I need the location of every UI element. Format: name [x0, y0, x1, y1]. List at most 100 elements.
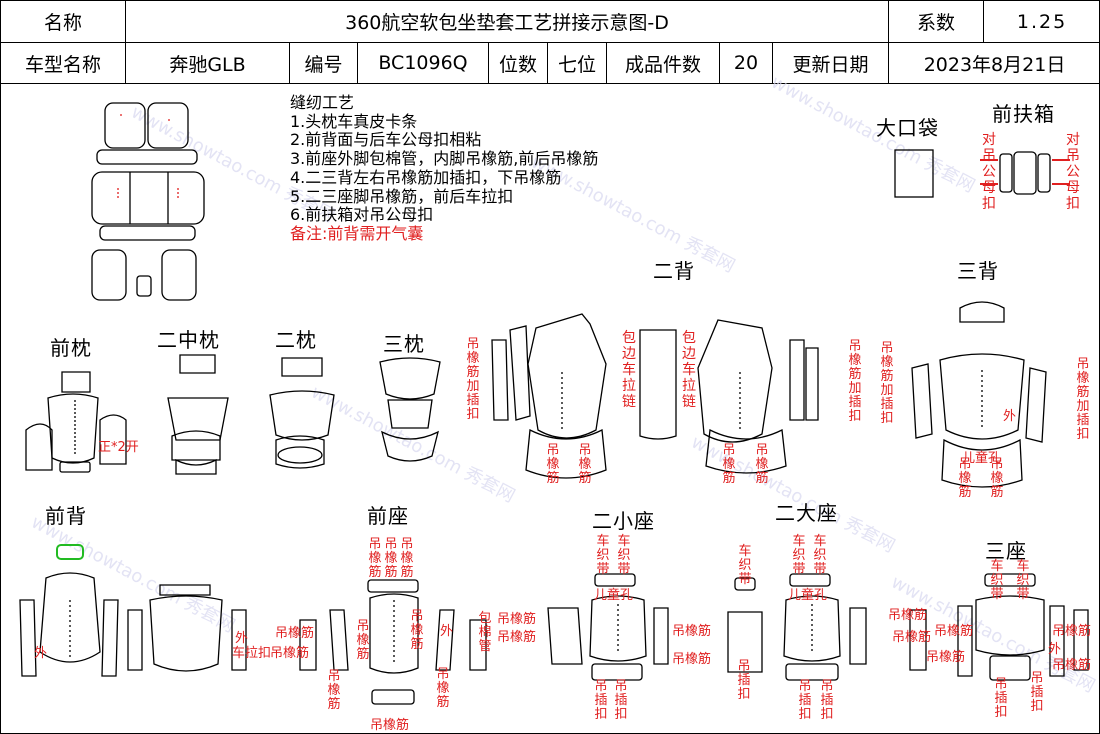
label-front-pillow: 前枕: [50, 336, 92, 360]
note-item: 6.前扶箱对吊公母扣: [290, 205, 434, 225]
red-arrows: [980, 159, 1070, 185]
annotation-text: 吊橡筋: [497, 630, 537, 645]
annotation-text: 吊橡筋: [958, 457, 972, 500]
annotation-text: 吊橡筋加插扣: [466, 337, 480, 422]
annotation-text: 对吊公母扣: [982, 132, 996, 212]
annotation-text: 吊橡筋: [926, 650, 966, 665]
annotation-text: 吊插扣: [798, 679, 812, 722]
annotation-text: 吊插扣: [820, 679, 834, 722]
annotation-text: 吊橡筋: [370, 718, 410, 733]
date-value: 2023年8月21日: [888, 42, 1100, 84]
second-back-pieces: [491, 313, 819, 479]
annotation-text: 吊插扣: [737, 659, 751, 702]
code-label: 编号: [289, 42, 358, 84]
annotation-text: 车织带: [617, 534, 631, 577]
annotation-text: 吊橡筋: [578, 443, 592, 486]
note-item: 4.二三背左右吊橡筋加插扣，下吊橡筋: [290, 167, 562, 187]
annotation-text: 吊橡筋: [892, 630, 932, 645]
annotation-text: 外: [34, 646, 48, 661]
label-second-back: 二背: [653, 259, 695, 283]
label-third-back: 三背: [957, 259, 999, 283]
annotation-text: 吊插扣: [614, 679, 628, 722]
seats-label: 位数: [488, 42, 548, 84]
third-back-pieces: [911, 301, 1047, 488]
annotation-text: 吊橡筋: [384, 537, 398, 580]
pieces-value: 20: [719, 42, 773, 84]
annotation-text: 车织带: [738, 544, 752, 587]
label-second-big-seat: 二大座: [775, 501, 838, 525]
label-front-back: 前背: [45, 504, 87, 528]
annotation-text: 吊橡筋: [672, 624, 712, 639]
annotation-text: 吊橡筋: [356, 619, 370, 662]
annotation-text: 儿童孔: [962, 451, 1002, 466]
annotation-text: 吊橡筋: [722, 443, 736, 486]
annotation-text: 吊橡筋: [1052, 624, 1092, 639]
big-pocket-shape: [894, 149, 934, 198]
coef-value: 1.25: [983, 0, 1100, 43]
diagram-title: 360航空软包坐垫套工艺拼接示意图-D: [124, 0, 890, 43]
label-big-pocket: 大口袋: [876, 116, 939, 140]
annotation-text: 吊橡筋: [410, 609, 424, 652]
annotation-text: 车拉扣: [232, 646, 272, 661]
note-item: 3.前座外脚包棉管，内脚吊橡筋,前后吊橡筋: [290, 149, 599, 169]
annotation-text: 外: [440, 624, 454, 639]
third-pillow-pieces: [379, 357, 441, 462]
annotation-text: 吊橡筋: [327, 669, 341, 712]
annotation-text: 吊橡筋: [755, 443, 769, 486]
annotation-text: 车织带: [990, 559, 1004, 602]
seats-value: 七位: [547, 42, 607, 84]
annotation-text: 外: [235, 631, 249, 646]
header-table: 名称 360航空软包坐垫套工艺拼接示意图-D 系数 1.25 车型名称 奔驰GL…: [0, 0, 1100, 84]
annotation-text: 吊橡筋: [888, 608, 928, 623]
annotation-text: 外: [1048, 642, 1062, 657]
note-item: 1.头枕车真皮卡条: [290, 111, 418, 131]
annotation-text: 车织带: [792, 534, 806, 577]
name-label: 名称: [0, 0, 126, 43]
annotation-text: 吊橡筋加插扣: [880, 341, 894, 426]
notes-remark: 备注:前背需开气囊: [290, 223, 424, 243]
annotation-text: 包边车拉链: [682, 330, 696, 410]
annotation-text: 吊橡筋: [1052, 658, 1092, 673]
annotation-text: 吊橡筋加插扣: [1076, 357, 1090, 442]
annotation-text: 车织带: [596, 534, 610, 577]
note-item: 5.二三座脚吊橡筋，前后车拉扣: [290, 186, 514, 206]
front-seat-pieces: [299, 579, 487, 705]
annotation-text: 车织带: [813, 534, 827, 577]
annotation-text: 吊橡筋加插扣: [848, 339, 862, 424]
annotation-text: 吊橡筋: [436, 667, 450, 710]
annotation-text: 儿童孔: [594, 588, 634, 603]
third-seat-pieces: [909, 573, 1089, 681]
label-front-armrest: 前扶箱: [992, 102, 1055, 126]
notes-title: 缝纫工艺: [290, 93, 355, 112]
annotation-text: 吊橡筋: [400, 537, 414, 580]
annotation-text: 吊橡筋: [270, 646, 310, 661]
annotation-text: 对吊公母扣: [1066, 132, 1080, 212]
front-armrest-shape: [999, 151, 1051, 195]
annotation-text: 外: [1003, 409, 1017, 424]
annotation-text: 包边车拉链: [622, 330, 636, 410]
annotation-text: 正*2开: [98, 440, 139, 455]
annotation-text: 儿童孔: [788, 588, 828, 603]
second-small-seat-pieces: [547, 573, 669, 681]
second-pillow-pieces: [269, 357, 335, 469]
annotation-text: 吊插扣: [594, 679, 608, 722]
seat-overview-icon: [91, 102, 205, 301]
code-value: BC1096Q: [357, 42, 489, 84]
annotation-text: 吊插扣: [994, 677, 1008, 720]
annotation-text: 吊橡筋: [368, 537, 382, 580]
front-pillow-pieces: [25, 371, 127, 473]
annotation-text: 吊橡筋: [672, 652, 712, 667]
annotation-text: 吊橡筋: [497, 612, 537, 627]
label-second-small-seat: 二小座: [592, 509, 655, 533]
label-second-pillow: 二枕: [275, 328, 317, 352]
front-back-pieces: [19, 544, 247, 677]
annotation-text: 吊橡筋: [934, 624, 974, 639]
annotation-text: 包棉管: [478, 611, 492, 654]
label-third-seat: 三座: [985, 539, 1027, 563]
pieces-label: 成品件数: [606, 42, 720, 84]
annotation-text: 吊橡筋: [990, 457, 1004, 500]
annotation-text: 吊橡筋: [546, 443, 560, 486]
date-label: 更新日期: [771, 42, 890, 84]
